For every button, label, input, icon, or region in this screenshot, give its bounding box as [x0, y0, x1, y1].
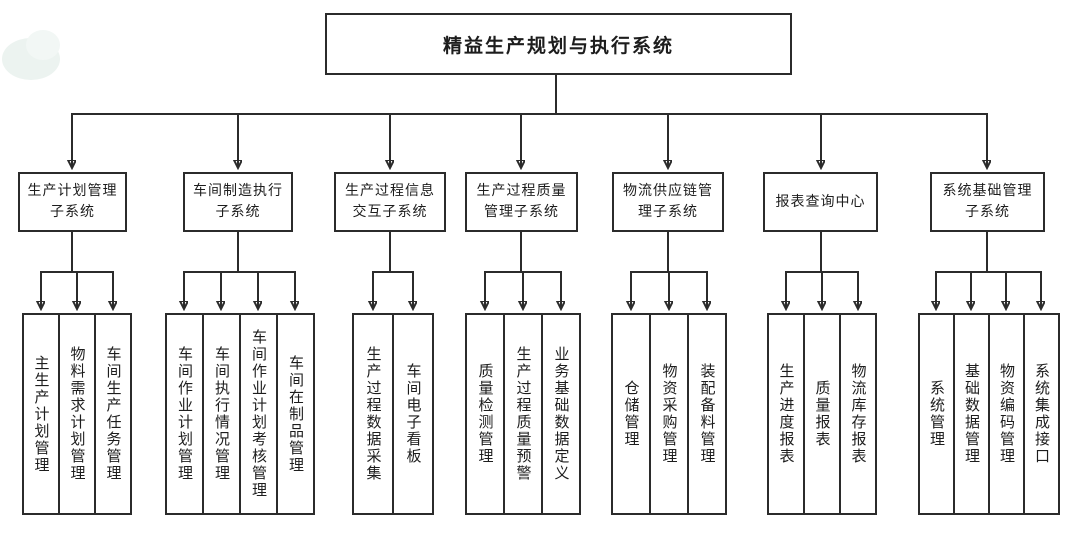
leaf-node-2-2: 车间执行情况管理 — [202, 313, 241, 515]
leaf-label: 物流库存报表 — [849, 363, 868, 465]
watermark-artifact — [26, 30, 60, 60]
leaf-node-7-4: 系统集成接口 — [1023, 313, 1060, 515]
leaf-node-4-3: 业务基础数据定义 — [541, 313, 581, 515]
node-workshop-manufacturing-execution-subsystem: 车间制造执行 子系统 — [183, 172, 293, 232]
node-label: 生产过程质量 管理子系统 — [476, 183, 567, 220]
leaf-node-6-2: 质量报表 — [803, 313, 841, 515]
leaf-node-1-2: 物料需求计划管理 — [58, 313, 96, 515]
node-report-query-center: 报表查询中心 — [763, 172, 878, 232]
leaf-label: 车间作业计划管理 — [176, 346, 194, 482]
node-label: 生产计划管理 子系统 — [27, 183, 118, 220]
leaf-node-3-1: 生产过程数据采集 — [352, 313, 394, 515]
leaf-node-5-2: 物资采购管理 — [649, 313, 689, 515]
node-label: 车间制造执行 子系统 — [193, 183, 283, 220]
leaf-node-5-1: 仓储管理 — [611, 313, 651, 515]
leaf-label: 质量报表 — [813, 380, 832, 448]
leaf-label: 车间在制品管理 — [287, 354, 305, 474]
node-process-information-interaction-subsystem: 生产过程信息 交互子系统 — [334, 172, 446, 232]
leaf-label: 业务基础数据定义 — [552, 346, 571, 482]
leaf-node-2-4: 车间在制品管理 — [276, 313, 315, 515]
leaf-label: 车间作业计划考核管理 — [250, 329, 268, 499]
leaf-label: 生产过程数据采集 — [364, 346, 383, 482]
leaf-node-1-1: 主生产计划管理 — [22, 313, 60, 515]
leaf-node-4-2: 生产过程质量预警 — [503, 313, 543, 515]
leaf-label: 装配备料管理 — [698, 363, 717, 465]
leaf-node-2-1: 车间作业计划管理 — [165, 313, 204, 515]
node-production-planning-subsystem: 生产计划管理 子系统 — [18, 172, 127, 232]
leaf-label: 物料需求计划管理 — [68, 346, 87, 482]
leaf-label: 质量检测管理 — [476, 363, 495, 465]
leaf-label: 系统管理 — [928, 380, 946, 448]
node-label: 报表查询中心 — [775, 193, 866, 210]
node-label: 生产过程信息 交互子系统 — [345, 183, 435, 220]
leaf-label: 物资采购管理 — [660, 363, 679, 465]
leaf-node-7-3: 物资编码管理 — [988, 313, 1025, 515]
leaf-node-6-1: 生产进度报表 — [767, 313, 805, 515]
node-label: 物流供应链管 理子系统 — [623, 183, 713, 220]
leaf-label: 生产过程质量预警 — [514, 346, 533, 482]
root-node-lean-production-system: 精益生产规划与执行系统 — [325, 13, 792, 75]
node-logistics-supply-chain-subsystem: 物流供应链管 理子系统 — [612, 172, 724, 232]
leaf-node-7-1: 系统管理 — [918, 313, 955, 515]
leaf-node-7-2: 基础数据管理 — [953, 313, 990, 515]
leaf-label: 车间执行情况管理 — [213, 346, 231, 482]
leaf-node-4-1: 质量检测管理 — [465, 313, 505, 515]
leaf-node-2-3: 车间作业计划考核管理 — [239, 313, 278, 515]
leaf-label: 系统集成接口 — [1033, 363, 1051, 465]
node-system-foundation-subsystem: 系统基础管理 子系统 — [930, 172, 1045, 232]
node-process-quality-management-subsystem: 生产过程质量 管理子系统 — [465, 172, 578, 232]
leaf-node-1-3: 车间生产任务管理 — [94, 313, 132, 515]
leaf-label: 生产进度报表 — [777, 363, 796, 465]
leaf-label: 主生产计划管理 — [32, 354, 51, 474]
leaf-node-6-3: 物流库存报表 — [839, 313, 877, 515]
leaf-label: 车间生产任务管理 — [104, 346, 123, 482]
leaf-node-5-3: 装配备料管理 — [687, 313, 727, 515]
leaf-node-3-2: 车间电子看板 — [392, 313, 434, 515]
node-label: 系统基础管理 子系统 — [942, 183, 1033, 220]
leaf-label: 基础数据管理 — [963, 363, 981, 465]
leaf-label: 车间电子看板 — [404, 363, 423, 465]
root-node-title: 精益生产规划与执行系统 — [442, 34, 674, 57]
leaf-label: 物资编码管理 — [998, 363, 1016, 465]
leaf-label: 仓储管理 — [622, 380, 641, 448]
